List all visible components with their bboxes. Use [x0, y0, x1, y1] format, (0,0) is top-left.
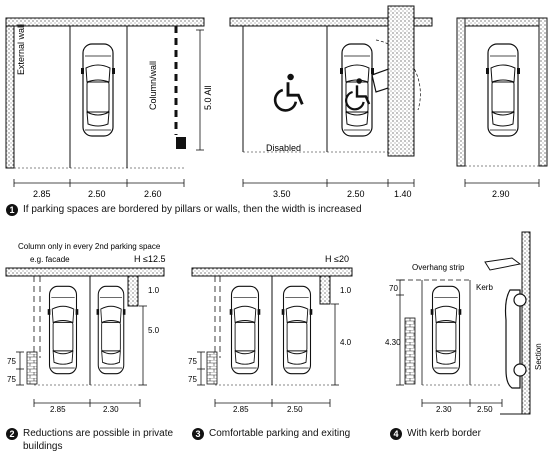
dim-label: 2.30	[436, 405, 452, 414]
dim-label: 2.30	[103, 405, 119, 414]
caption-3: 3 Comfortable parking and exiting	[192, 428, 350, 441]
section-wall	[521, 231, 531, 415]
dim-label: 70	[389, 284, 398, 293]
facade-wall	[191, 267, 353, 277]
column-hatch	[127, 275, 139, 307]
dim-label: 4.30	[385, 338, 401, 347]
caption-1-text: If parking spaces are bordered by pillar…	[23, 204, 362, 215]
height-limit: H ≤20	[325, 254, 349, 264]
dim-label: 2.60	[144, 189, 162, 199]
column-hatch	[319, 275, 331, 305]
dim-label: 2.50	[347, 189, 365, 199]
car-icon	[281, 285, 313, 375]
column-wall-label: Column/wall	[148, 61, 158, 110]
dim-label: 5.0	[148, 326, 160, 335]
disabled-label: Disabled	[266, 143, 301, 153]
dim-label: 2.85	[50, 405, 66, 414]
top-wall-middle	[229, 17, 391, 27]
facade-label: e.g. facade	[30, 255, 70, 264]
car-icon	[229, 285, 261, 375]
caption-2-cont: buildings	[23, 441, 62, 453]
figure-number-2: 2	[6, 428, 18, 440]
dim-label: 2.85	[233, 405, 249, 414]
dim-label: 75	[188, 357, 197, 366]
facade-wall	[5, 267, 165, 277]
wheel-icon	[513, 293, 527, 307]
dim-label: 4.0	[340, 338, 352, 347]
kerb-hatch	[404, 317, 416, 385]
dim-label: 75	[7, 375, 16, 384]
car-icon	[95, 285, 127, 375]
column-note: Column only in every 2nd parking space	[18, 242, 161, 251]
dim-label: 3.50	[273, 189, 291, 199]
dim-label: 1.0	[340, 286, 352, 295]
caption-4-text: With kerb border	[407, 428, 481, 439]
figure-3-plan: H ≤20 1.0 4.0 75 75 2.85 2.50	[188, 254, 353, 414]
dim-label: 2.85	[33, 189, 51, 199]
column-pillar	[176, 137, 186, 149]
external-wall-hatch	[5, 17, 15, 169]
external-wall-label: External wall	[16, 24, 26, 75]
caption-2: 2 Reductions are possible in private	[6, 428, 173, 441]
top-wall-left	[5, 17, 205, 27]
car-icon	[430, 285, 462, 375]
figure-number-3: 3	[192, 428, 204, 440]
section-car-roof	[484, 257, 522, 271]
dim-label: 75	[188, 375, 197, 384]
car-icon	[80, 43, 116, 137]
kerb-label: Kerb	[476, 283, 493, 292]
caption-2-line2: buildings	[23, 441, 63, 452]
figure-number-1: 1	[6, 204, 18, 216]
dim-label: 2.50	[88, 189, 106, 199]
caption-1: 1 If parking spaces are bordered by pilla…	[6, 204, 362, 217]
caption-4: 4 With kerb border	[390, 428, 481, 441]
caption-3-text: Comfortable parking and exiting	[209, 428, 351, 439]
dim-label: 2.50	[287, 405, 303, 414]
figure-1-plan: External wall Column/wall 5.0 All Disabl…	[5, 5, 548, 199]
overhang-label: Overhang strip	[412, 263, 465, 272]
dim-label: 1.0	[148, 286, 160, 295]
figure-number-4: 4	[390, 428, 402, 440]
dim-label: 1.40	[394, 189, 412, 199]
section-car	[504, 289, 521, 389]
figure-2-plan: Column only in every 2nd parking space e…	[5, 242, 165, 414]
section-label: Section	[534, 343, 543, 370]
top-wall-right	[456, 17, 548, 27]
figure-4-plan: Overhang strip Kerb Section 70 4.30 2.30…	[385, 231, 543, 415]
dim-label: 2.50	[477, 405, 493, 414]
wheel-icon	[513, 363, 527, 377]
wheelchair-icon	[273, 72, 304, 112]
height-limit: H ≤12.5	[134, 254, 165, 264]
dim-label: 2.90	[492, 189, 510, 199]
depth-label: 5.0 All	[203, 85, 213, 110]
car-icon	[47, 285, 79, 375]
column-hatch	[387, 5, 415, 157]
car-icon	[485, 43, 521, 137]
caption-2-line1: Reductions are possible in private	[23, 428, 174, 439]
dim-label: 75	[7, 357, 16, 366]
